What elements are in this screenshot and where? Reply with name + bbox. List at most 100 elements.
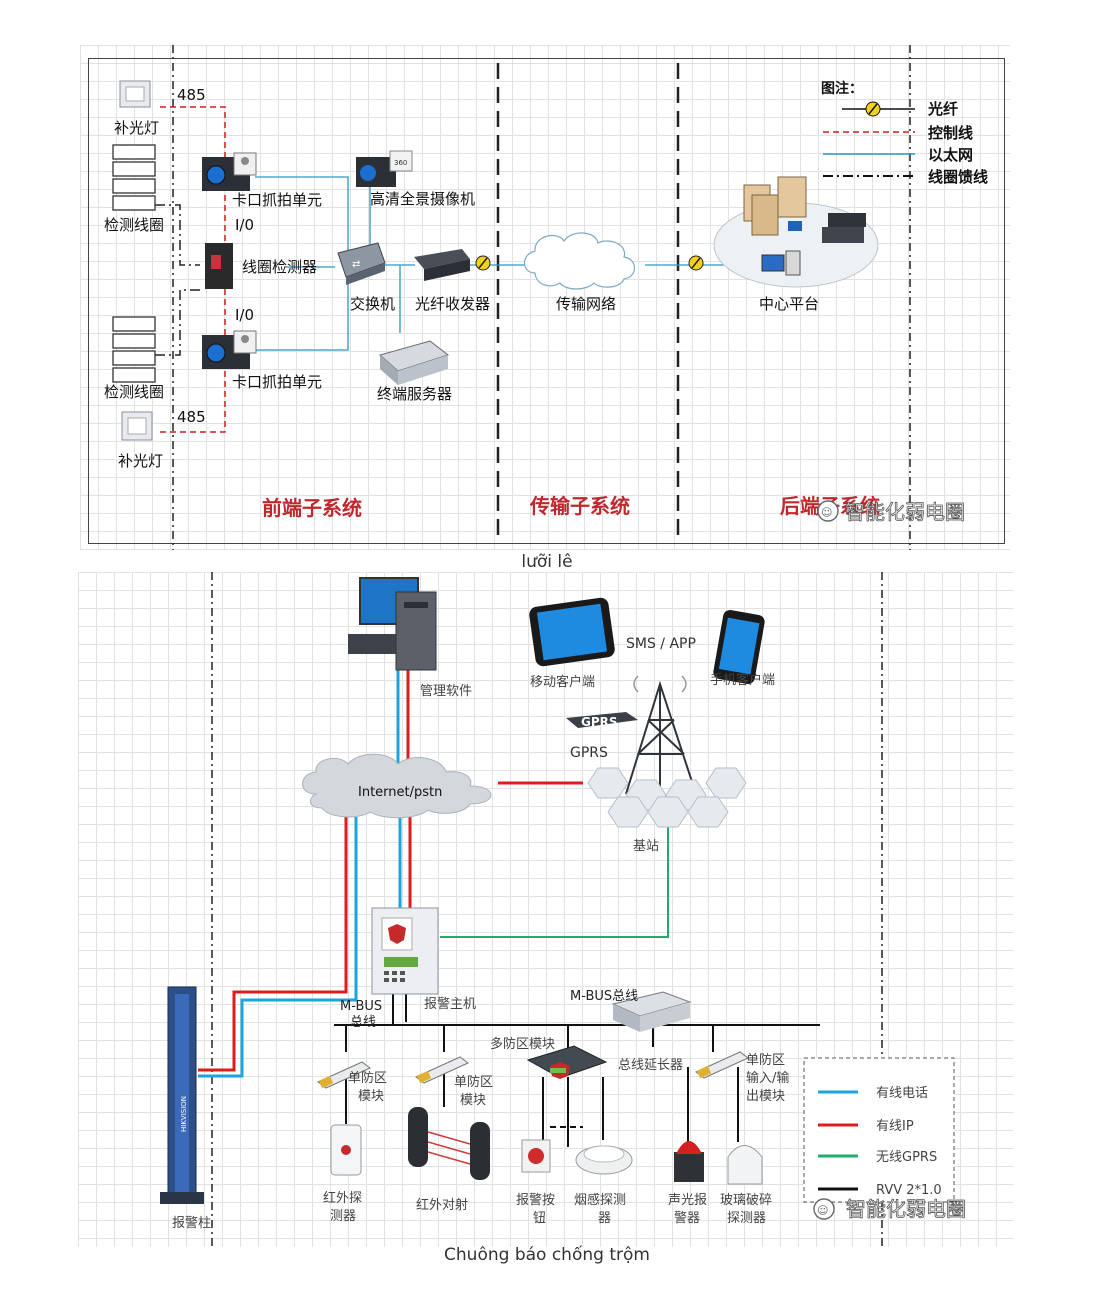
alarm-button-label: 报警按 (516, 1192, 555, 1208)
mbus-label: M-BUS (340, 999, 382, 1014)
alarm-host-label: 报警主机 (424, 996, 476, 1012)
switch-icon: ⇄ (337, 242, 386, 285)
transport-network-label: 传输网络 (556, 295, 616, 313)
single-zone-module-1-icon (317, 1061, 371, 1089)
switch-label: 交换机 (350, 295, 395, 313)
glass-break-label: 玻璃破碎 (720, 1193, 772, 1208)
svg-text:☺: ☺ (817, 1204, 828, 1217)
single-zone-module-2-icon (415, 1056, 469, 1084)
base-station-label: 基站 (633, 839, 659, 854)
legend-label: 有线IP (876, 1119, 914, 1134)
mbus-bus-label: M-BUS总线 (570, 989, 638, 1004)
terminal-server-label: 终端服务器 (377, 385, 452, 403)
legend-label: 控制线 (928, 124, 973, 142)
legend-label: RVV 2*1.0 (876, 1183, 942, 1198)
glass-break-detector-icon (727, 1145, 763, 1185)
center-platform-icon (713, 176, 879, 288)
bus-extender-label: 总线延长器 (618, 1058, 683, 1073)
io-label: I/0 (235, 306, 254, 324)
watermark-text: 智能化弱电圈 (846, 1197, 966, 1221)
center-platform-label: 中心平台 (759, 295, 819, 313)
caption-2: Chuông báo chống trộm (444, 1245, 650, 1265)
coil-feeder-lines (155, 204, 200, 356)
alarm-host-icon (371, 907, 439, 995)
phone-icon (713, 609, 765, 685)
watermark: ☺ 智能化弱电圈 (813, 1197, 966, 1221)
base-station-tower-icon (625, 675, 697, 795)
legend-title: 图注： (821, 80, 863, 97)
fiber-marker-icon (688, 255, 704, 271)
connection-lines (198, 667, 669, 1078)
legend-label: 光纤 (927, 100, 958, 118)
io-module-label: 输入/输 (746, 1070, 789, 1086)
hd-camera-label: 高清全景摄像机 (370, 190, 475, 208)
gprs-badge-label: GPRS (581, 715, 618, 729)
fill-light-label: 补光灯 (118, 452, 163, 470)
fiber-transceiver-icon (414, 249, 470, 281)
capture-camera-top-icon (202, 152, 257, 191)
svg-text:360: 360 (394, 159, 407, 167)
single-zone-label: 单防区 (348, 1070, 387, 1086)
management-computer-icon (348, 577, 437, 671)
glass-break-label: 探测器 (727, 1211, 766, 1226)
section-transport-label: 传输子系统 (529, 494, 630, 518)
io-label: I/0 (235, 216, 254, 234)
phone-client-label: 手机客户端 (710, 672, 775, 688)
capture-unit-label: 卡口抓拍单元 (232, 191, 322, 209)
legend-label: 无线GPRS (876, 1150, 937, 1165)
watermark: ☺ 智能化弱电圈 (817, 500, 965, 524)
legend-label: 有线电话 (876, 1086, 928, 1101)
burglar-alarm-diagram: SMS / APP GPRS GPRS (78, 572, 1013, 1247)
internet-cloud-icon (302, 753, 492, 819)
gprs-badge-icon: GPRS (566, 712, 638, 729)
gprs-label: GPRS (570, 745, 608, 761)
diagram1-canvas: 360 ⇄ (104, 45, 988, 550)
rs485-label: 485 (177, 86, 206, 104)
diagram-frame (88, 58, 1005, 544)
ir-detector-icon (330, 1124, 362, 1176)
capture-camera-bottom-icon (202, 330, 257, 369)
io-module-icon (695, 1051, 749, 1079)
ethernet-lines (255, 176, 748, 351)
sms-app-label: SMS / APP (626, 636, 696, 652)
single-zone-label: 单防区 (454, 1074, 493, 1090)
hd-camera-icon: 360 (356, 150, 413, 187)
smoke-detector-label: 烟感探测 (574, 1192, 626, 1208)
rs485-label: 485 (177, 408, 206, 426)
multi-zone-module-icon (526, 1045, 608, 1079)
coil-label: 检测线圈 (104, 383, 164, 401)
siren-icon (674, 1141, 704, 1182)
caption-1: lưỡi lê (521, 552, 573, 572)
terminal-server-icon (378, 340, 450, 385)
ir-detector-label: 测器 (330, 1209, 356, 1224)
ir-beam-label: 红外对射 (416, 1197, 468, 1213)
front-end-system-diagram: 360 ⇄ (80, 45, 1010, 550)
fill-light-bottom-icon (121, 411, 153, 441)
coil-bottom-icon (112, 316, 156, 383)
watermark-text: 智能化弱电圈 (845, 500, 965, 524)
ir-beam-icon (408, 1107, 490, 1180)
coil-label: 检测线圈 (104, 216, 164, 234)
smoke-detector-label: 器 (598, 1211, 611, 1226)
multi-zone-label: 多防区模块 (490, 1036, 555, 1052)
alarm-pillar-icon: HIKVISION (160, 986, 204, 1204)
bus-extender-icon (611, 991, 692, 1032)
io-module-label: 单防区 (746, 1052, 785, 1068)
coil-top-icon (112, 144, 156, 211)
siren-label: 警器 (674, 1210, 700, 1226)
alarm-pillar-label: 报警柱 (172, 1215, 211, 1231)
siren-label: 声光报 (668, 1193, 707, 1208)
mgmt-software-label: 管理软件 (420, 684, 472, 699)
coil-detector-label: 线圈检测器 (242, 258, 317, 276)
fill-light-label: 补光灯 (114, 119, 159, 137)
legend: 有线电话 有线IP 无线GPRS RVV 2*1.0 (803, 1057, 955, 1203)
legend-label: 以太网 (928, 146, 973, 164)
single-zone-label: 模块 (460, 1093, 486, 1108)
fill-light-top-icon (119, 80, 151, 108)
tablet-icon (529, 597, 615, 667)
smoke-detector-icon (575, 1145, 633, 1175)
diagram2-canvas: SMS / APP GPRS GPRS (160, 572, 966, 1247)
alarm-button-icon (521, 1139, 551, 1173)
control-lines (160, 106, 226, 433)
mbus-label: 总线 (350, 1015, 376, 1030)
